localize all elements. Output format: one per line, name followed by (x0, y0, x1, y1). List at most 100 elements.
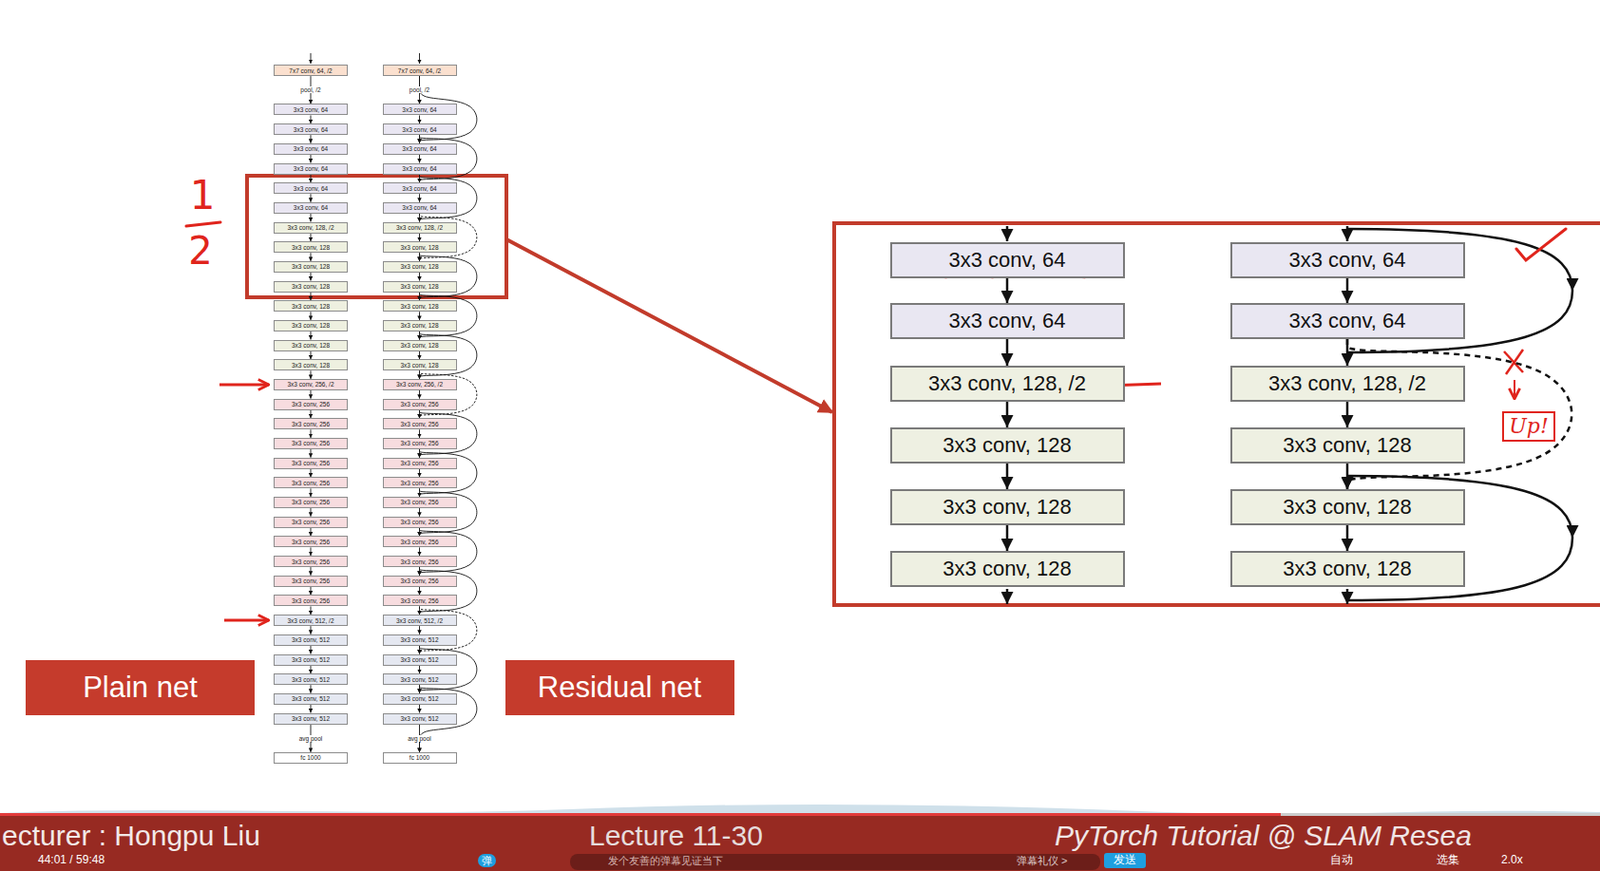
conv-layer-box: 3x3 conv, 128 (273, 300, 348, 312)
flow-arrow (310, 704, 312, 714)
flow-arrow (310, 272, 312, 282)
flow-arrow (419, 233, 420, 243)
conv-layer-box: 3x3 conv, 128 (273, 340, 348, 352)
zoom-pointer (506, 239, 833, 413)
section-title-box: Residual net (505, 660, 735, 716)
layer-text: 3x3 conv, 128, /2 (396, 224, 443, 231)
flow-arrow (310, 567, 312, 576)
conv-layer-box: 3x3 conv, 256 (382, 535, 458, 548)
flow-arrow (1006, 463, 1010, 490)
skip-connection (419, 488, 477, 536)
conv-layer-box: 7x7 conv, 64, /2 (273, 64, 348, 77)
flow-arrow (310, 488, 312, 497)
conv-layer-box: 3x3 conv, 256 (273, 496, 348, 509)
flow-arrow (1006, 525, 1010, 552)
layer-text: 3x3 conv, 256 (400, 498, 439, 506)
conv-layer-box: 3x3 conv, 256 (273, 476, 348, 489)
layer-text: 3x3 conv, 256, /2 (396, 380, 443, 388)
flow-arrow (310, 390, 312, 400)
layer-text: 3x3 conv, 256 (291, 479, 330, 487)
conv-layer-box: 3x3 conv, 64 (273, 163, 348, 175)
layer-text: 3x3 conv, 64 (293, 204, 328, 211)
flow-arrow (310, 429, 312, 439)
conv-layer-box: 3x3 conv, 256 (273, 438, 348, 450)
danmaku-icon: 弹 (477, 854, 496, 868)
conv-layer-box: 3x3 conv, 256 (273, 418, 348, 430)
flow-arrow (310, 626, 312, 635)
flow-arrow (419, 114, 420, 124)
layer-text: 3x3 conv, 64 (401, 185, 437, 192)
conv-layer-box: 3x3 conv, 64 (382, 143, 458, 155)
conv-layer-box: 3x3 conv, 512 (382, 634, 458, 647)
quality-button: 自动 (1330, 854, 1353, 867)
layer-text: 3x3 conv, 64 (1288, 309, 1406, 333)
layer-text: 3x3 conv, 256 (291, 498, 330, 506)
layer-text: 3x3 conv, 512 (400, 656, 439, 664)
conv-layer-box: 3x3 conv, 64 (1230, 303, 1466, 340)
layer-text: 3x3 conv, 128 (400, 283, 439, 290)
conv-layer-box: 3x3 conv, 512, /2 (273, 614, 348, 627)
layer-text: 3x3 conv, 512 (291, 715, 330, 723)
conv-layer-box: 3x3 conv, 128 (382, 241, 458, 253)
zoom-panel-frame (834, 223, 1600, 606)
layer-text: 3x3 conv, 256 (291, 400, 330, 408)
layer-text: 3x3 conv, 128 (400, 322, 439, 329)
conv-layer-box: 3x3 conv, 256 (273, 399, 348, 411)
skip-connection (419, 213, 477, 262)
layer-text: 3x3 conv, 256 (291, 459, 330, 467)
conv-layer-box: 3x3 conv, 512 (382, 654, 458, 667)
skip-connection (419, 292, 477, 341)
section-title-text: Residual net (537, 671, 702, 705)
skip-connection (419, 646, 477, 694)
layer-text: 3x3 conv, 512 (291, 636, 330, 644)
flow-arrow (419, 626, 420, 635)
lecturer-watermark: ecturer : Hongpu Liu (1, 819, 261, 852)
layer-text: 3x3 conv, 64 (1288, 248, 1406, 272)
layer-text: 3x3 conv, 64 (401, 165, 437, 172)
layer-text: 3x3 conv, 128 (400, 263, 439, 270)
flow-arrow (310, 311, 312, 321)
flow-arrow (310, 292, 312, 302)
time-display: 44:01 / 59:48 (38, 854, 105, 867)
progress-remaining (1280, 813, 1600, 817)
layer-text: 3x3 conv, 256 (400, 420, 439, 428)
layer-text: 3x3 conv, 64 (293, 145, 328, 153)
layer-text: 3x3 conv, 256 (291, 518, 330, 526)
conv-layer-box: 3x3 conv, 512 (382, 693, 458, 705)
flow-arrow (310, 587, 312, 596)
conv-layer-box: 3x3 conv, 64 (273, 123, 348, 135)
conv-layer-box: 3x3 conv, 128 (382, 359, 458, 371)
conv-layer-box: 3x3 conv, 512 (273, 654, 348, 667)
layer-text: 3x3 conv, 256 (400, 400, 439, 408)
conv-layer-box: 3x3 conv, 512, /2 (382, 614, 458, 627)
layer-text: 3x3 conv, 128 (291, 361, 330, 369)
highlight-frame (247, 175, 507, 298)
conv-layer-box: 3x3 conv, 128 (1230, 489, 1466, 526)
skip-connection (419, 331, 477, 380)
layer-text: 3x3 conv, 64 (401, 204, 437, 211)
conv-layer-box: 3x3 conv, 256 (382, 594, 458, 607)
layer-text: 3x3 conv, 512 (291, 656, 330, 664)
conv-layer-box: 3x3 conv, 64 (382, 202, 458, 214)
layer-text: 3x3 conv, 512 (400, 715, 439, 723)
flow-arrow (419, 193, 420, 203)
layer-text: 3x3 conv, 64 (293, 126, 328, 134)
input-placeholder: 发个友善的弹幕见证当下 (608, 855, 724, 867)
flow-arrow (310, 646, 312, 655)
layer-text: 3x3 conv, 256 (291, 558, 330, 566)
flow-arrow (419, 429, 420, 439)
conv-layer-box: 3x3 conv, 128 (273, 320, 348, 332)
conv-layer-box: 3x3 conv, 256 (382, 457, 458, 470)
player-bar (0, 815, 1600, 871)
skip-connection (1347, 339, 1572, 490)
conv-layer-box: 3x3 conv, 64 (1230, 242, 1466, 279)
conv-layer-box: 3x3 conv, 128 (382, 340, 458, 352)
layer-text: 3x3 conv, 64 (948, 309, 1066, 333)
conv-layer-box: 3x3 conv, 256 (382, 516, 458, 529)
flow-arrow (419, 704, 420, 714)
layer-text: 3x3 conv, 128, /2 (286, 224, 334, 231)
conv-layer-box: 3x3 conv, 128 (382, 281, 458, 293)
conv-layer-box: 3x3 conv, 64 (890, 303, 1125, 340)
flow-arrow (310, 193, 312, 203)
